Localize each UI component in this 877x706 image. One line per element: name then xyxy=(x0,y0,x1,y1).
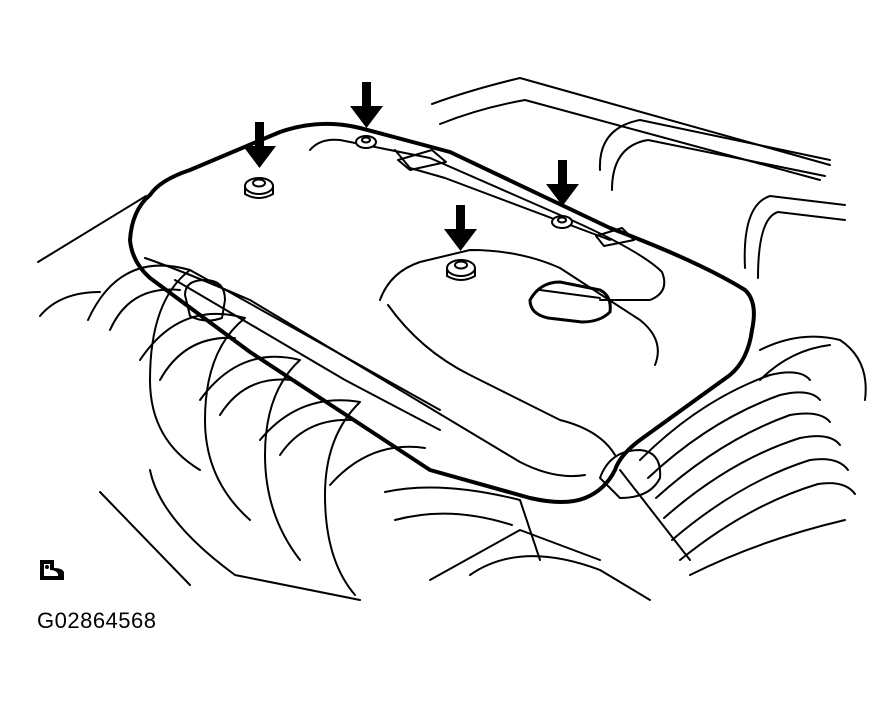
cover-top-ridge xyxy=(309,138,666,301)
intake-manifold xyxy=(87,264,441,601)
runner-3 xyxy=(199,355,301,561)
arrow-nut-1 xyxy=(243,122,276,168)
rear-firewall-inner xyxy=(439,99,821,181)
cover-tab-right xyxy=(595,227,635,247)
duct-lower xyxy=(689,519,846,576)
oil-cap-top xyxy=(539,289,601,299)
rear-pipe xyxy=(598,119,831,171)
runner-3-inner xyxy=(219,378,293,416)
cover-center-panel xyxy=(379,249,659,366)
cover-lower-panel xyxy=(387,304,616,456)
runner-4-inner xyxy=(279,418,353,456)
arrow-nut-3 xyxy=(444,205,477,251)
runner-5 xyxy=(329,445,426,486)
left-bay-line xyxy=(39,291,101,317)
duct-ring-4 xyxy=(663,435,841,519)
runner-1-inner xyxy=(109,288,181,331)
nut-2 xyxy=(355,135,377,149)
oil-filler-cap xyxy=(528,280,612,324)
duct-ring-1 xyxy=(639,371,811,461)
runner-1 xyxy=(87,264,201,471)
right-bracket xyxy=(759,344,831,381)
cover-outline xyxy=(128,121,756,504)
rear-pipe-inner xyxy=(611,139,826,191)
rear-firewall-line xyxy=(431,77,831,166)
manifold-bottom xyxy=(149,469,361,601)
figure-code-caption: G02864568 xyxy=(37,608,157,633)
cover-tab-left xyxy=(397,149,447,171)
duct-ring-2 xyxy=(647,391,821,479)
nut-4 xyxy=(551,215,573,229)
left-fender-edge xyxy=(37,195,147,263)
bottom-pipe xyxy=(469,555,651,601)
right-hose xyxy=(743,195,846,269)
engine-bay-outlines xyxy=(37,77,846,601)
duct-ring-3 xyxy=(655,412,831,499)
arrow-nut-2 xyxy=(350,82,383,128)
nut-1 xyxy=(244,177,274,199)
right-hose-inner xyxy=(757,211,846,279)
lower-right-block xyxy=(429,529,601,581)
duct-ring-5 xyxy=(671,458,849,541)
cover-front-rim xyxy=(144,257,586,478)
duct-clamp xyxy=(619,469,691,561)
gasket-seal-icon xyxy=(40,560,64,580)
arrow-nut-4 xyxy=(546,160,579,206)
manifold-top-flange xyxy=(174,279,441,431)
duct-ring-6 xyxy=(679,482,856,561)
lower-left-edge xyxy=(99,491,191,586)
lower-ledge-inner xyxy=(394,512,513,526)
nut-3 xyxy=(446,259,476,281)
duct-end xyxy=(759,335,867,401)
runner-2 xyxy=(139,312,251,521)
engine-cover xyxy=(128,121,756,504)
runner-4 xyxy=(259,399,361,596)
cover-nuts xyxy=(244,135,573,281)
cover-ridge-inner xyxy=(394,149,611,241)
air-intake-ducts xyxy=(599,335,867,576)
lower-center-ledge xyxy=(384,486,541,561)
runner-2-inner xyxy=(159,336,236,381)
callout-arrows xyxy=(243,82,579,251)
